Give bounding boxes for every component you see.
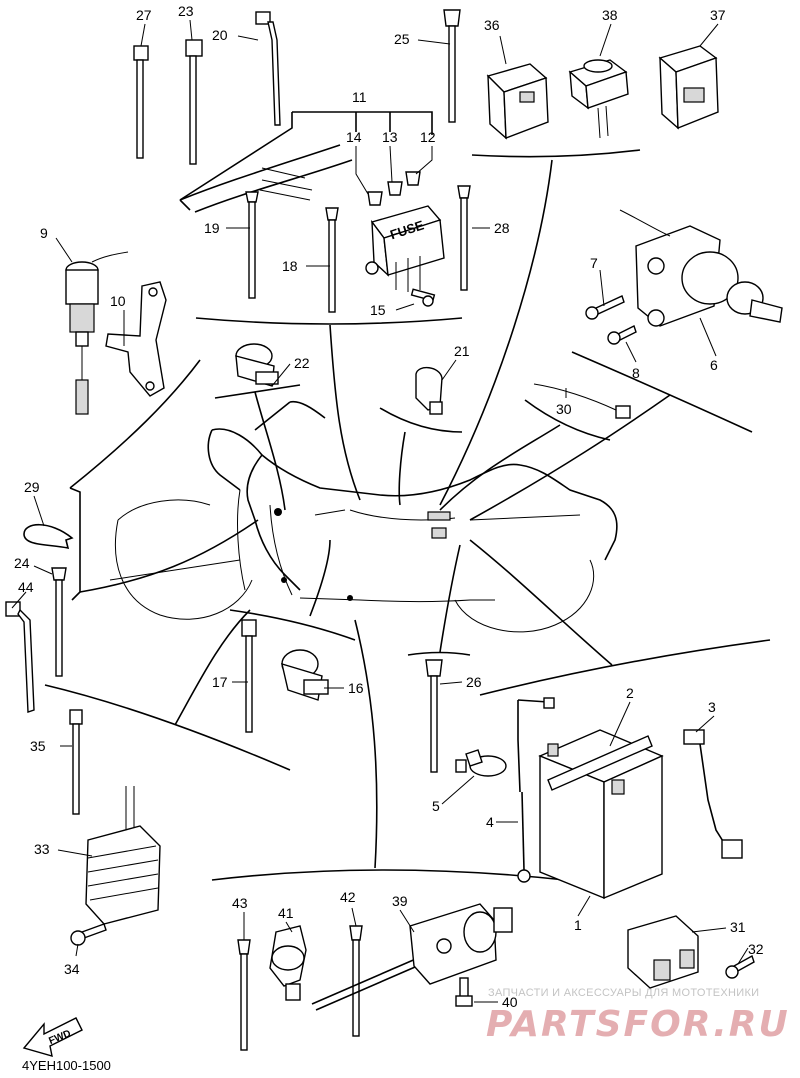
cable-tie-35 [69,709,83,815]
relay-37 [658,45,719,130]
clamp-band-20 [255,11,281,126]
clamp-30 [533,383,631,419]
cable-tie-19 [245,191,259,299]
callout-44: 44 [18,579,34,595]
callout-14: 14 [346,129,362,145]
cable-tie-17 [241,619,257,733]
watermark-subtitle: ЗАПЧАСТИ И АКСЕССУАРЫ ДЛЯ МОТОТЕХНИКИ [488,987,759,999]
fwd-arrow-icon: FWD [22,1017,83,1057]
callout-24: 24 [14,555,30,571]
cable-tie-26 [425,659,443,773]
callout-33: 33 [34,841,50,857]
callout-40: 40 [502,994,518,1010]
ignition-switch [619,209,783,327]
callout-16: 16 [348,680,364,696]
callout-32: 32 [748,941,764,957]
screw-15 [410,288,436,307]
cable-tie-28 [457,185,471,291]
cable-tie-23 [185,39,203,165]
wiring-harness-frame [179,144,353,213]
callout-38: 38 [602,7,618,23]
callout-6: 6 [710,357,718,373]
fuse-14 [367,191,383,206]
callout-41: 41 [278,905,294,921]
motorcycle-outline [109,400,618,633]
cable-tie-43 [237,939,251,1051]
cable-4 [517,697,555,883]
callout-23: 23 [178,3,194,19]
rectifier-regulator [85,786,161,925]
callout-20: 20 [212,27,228,43]
clamp-band-44 [5,601,35,713]
callout-1: 1 [574,917,582,933]
callout-12: 12 [420,129,436,145]
clamp-16 [281,649,329,701]
callout-3: 3 [708,699,716,715]
fuse-12 [405,171,421,186]
screw-7 [585,295,625,320]
callout-27: 27 [136,7,152,23]
clamp-21 [415,367,443,415]
cable-tie-18 [325,207,339,313]
cable-tie-25 [443,9,461,123]
callout-11: 11 [352,89,367,105]
callout-29: 29 [24,479,40,495]
screw-32 [725,954,755,979]
callout-5: 5 [432,798,440,814]
battery [538,729,664,900]
cable-tie-24 [51,567,67,677]
watermark-site: PARTSFOR.RU [486,1004,790,1045]
relay-36 [486,63,549,140]
clamp-5 [455,749,507,777]
cable-tie-27 [133,45,149,159]
bracket-10 [105,281,167,397]
group-bracket-lines [44,111,771,881]
callout-25: 25 [394,31,410,47]
callout-22: 22 [294,355,310,371]
callout-10: 10 [110,293,126,309]
callout-19: 19 [204,220,220,236]
callout-26: 26 [466,674,482,690]
battery-band-2 [547,735,653,791]
callout-9: 9 [40,225,48,241]
callout-28: 28 [494,220,510,236]
watermark: ЗАПЧАСТИ И АКСЕССУАРЫ ДЛЯ МОТОТЕХНИКИ PA… [486,987,790,1045]
fuse-box: FUSE [365,205,445,292]
switch-9 [65,251,129,415]
fuse-13 [387,181,403,196]
callout-4: 4 [486,814,494,830]
callout-30: 30 [556,401,572,417]
clamp-22 [235,343,279,387]
callout-36: 36 [484,17,500,33]
diagram-code: 4YEH100-1500 [22,1058,111,1073]
cable-3 [683,729,743,859]
callout-39: 39 [392,893,408,909]
callout-43: 43 [232,895,248,911]
relay-38 [568,59,629,139]
callout-numbers: 27 23 20 25 36 38 37 11 14 13 12 19 28 1… [14,3,764,1010]
callout-2: 2 [626,685,634,701]
callout-7: 7 [590,255,598,271]
screw-40 [455,977,473,1007]
leader-lines [11,19,749,1003]
relay-31 [627,915,699,989]
clip-29 [23,524,74,550]
callout-42: 42 [340,889,356,905]
callout-13: 13 [382,129,398,145]
callout-8: 8 [632,365,640,381]
callout-35: 35 [30,738,46,754]
callout-31: 31 [730,919,746,935]
callout-15: 15 [370,302,386,318]
callout-17: 17 [212,674,228,690]
callout-18: 18 [282,258,298,274]
screw-8 [607,325,637,345]
screw-34 [70,923,107,946]
callout-34: 34 [64,961,80,977]
sidestand-switch-39 [311,903,513,1011]
callout-37: 37 [710,7,726,23]
clamp-41 [269,925,307,1001]
cable-tie-42 [349,925,363,1037]
callout-21: 21 [454,343,470,359]
